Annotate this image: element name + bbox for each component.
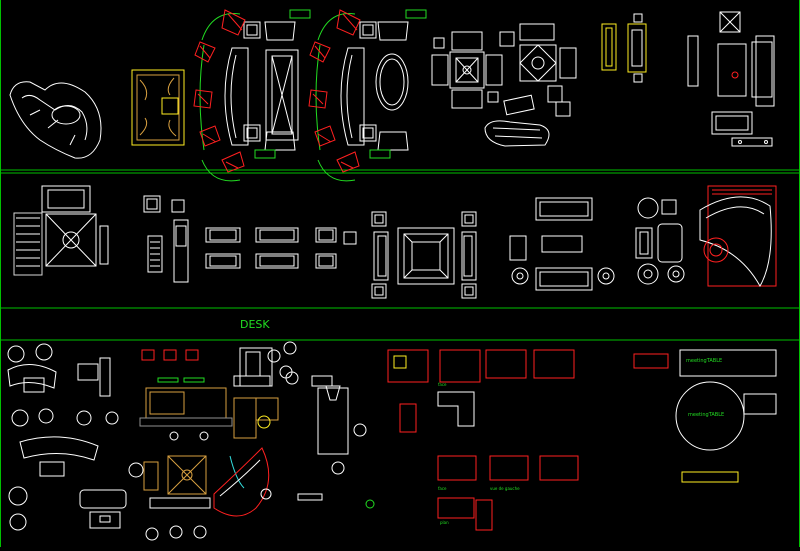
section-title-desk: DESK — [240, 318, 270, 331]
lounge-set-square — [431, 23, 577, 147]
row2-furniture — [13, 185, 777, 299]
row1-furniture — [9, 9, 775, 182]
ornate-rug — [131, 69, 185, 146]
label-meeting-table-rect: meetingTABLE — [686, 358, 722, 364]
meeting-tables — [633, 349, 777, 483]
curved-reception-desk — [213, 447, 375, 517]
living-set-2 — [315, 9, 427, 182]
office-chairs-cluster — [233, 341, 367, 475]
sofa-set-b-row2 — [509, 197, 615, 291]
executive-desk — [7, 343, 144, 531]
red-chairs-2 — [308, 9, 361, 173]
curved-desk-row2 — [699, 185, 777, 288]
red-chairs-1 — [193, 9, 246, 173]
cabinets-row1 — [601, 11, 775, 147]
rug-set-row2 — [13, 185, 109, 276]
round-table-set-row2 — [635, 197, 685, 285]
label-side-view: vue de gauche — [490, 486, 520, 491]
row3-desks — [7, 341, 777, 541]
label-face-1: face — [438, 382, 447, 387]
label-face-2: face — [438, 486, 447, 491]
label-meeting-table-round: meetingTABLE — [688, 412, 724, 418]
workstations-right — [387, 349, 579, 531]
square-lounge-row2 — [371, 211, 477, 299]
curved-sofa — [9, 81, 102, 159]
mid-desks — [77, 349, 233, 541]
label-plan: plan — [440, 520, 449, 525]
sofa-set-row2 — [143, 195, 357, 283]
